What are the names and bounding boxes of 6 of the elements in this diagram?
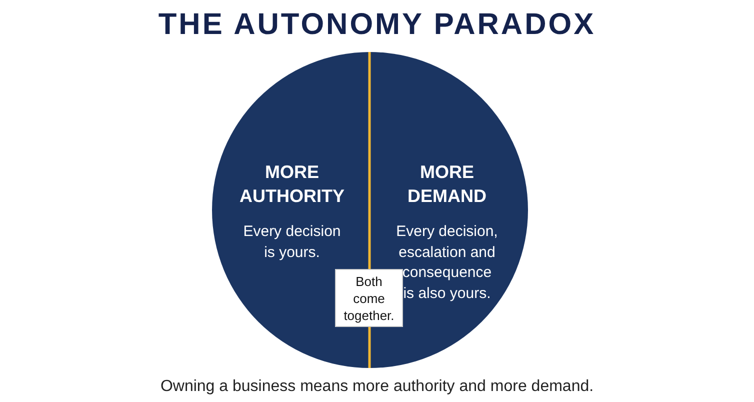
description: Every decision is yours.	[242, 222, 342, 262]
callout-box: Both come together.	[335, 269, 403, 327]
heading: MORE AUTHORITY	[238, 161, 346, 208]
title: THE AUTONOMY PARADOX	[157, 7, 597, 43]
caption: Owning a business means more authority and more demand.	[159, 377, 595, 397]
heading: MORE DEMAND	[406, 161, 488, 208]
